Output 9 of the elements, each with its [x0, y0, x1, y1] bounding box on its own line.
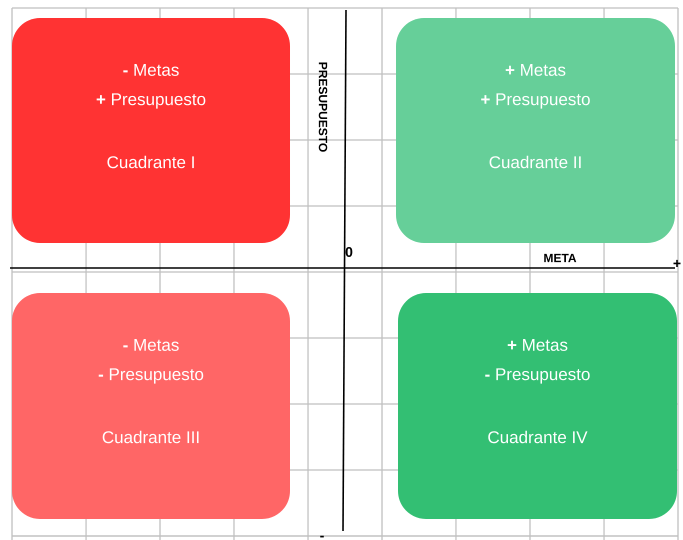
quadrant-box: - Metas - Presupuesto Cuadrante III — [12, 293, 290, 519]
axis-sign: + — [674, 260, 681, 267]
axis-title: PRESUPUESTO — [318, 62, 328, 152]
quadrant-box: + Metas + Presupuesto Cuadrante II — [396, 18, 675, 243]
axis-sign: - — [320, 536, 324, 538]
origin-label: 0 — [346, 247, 352, 257]
quadrant-box: + Metas - Presupuesto Cuadrante IV — [398, 293, 677, 519]
axis-title: META — [544, 254, 576, 262]
quadrant-box: - Metas + Presupuesto Cuadrante I — [12, 18, 290, 243]
